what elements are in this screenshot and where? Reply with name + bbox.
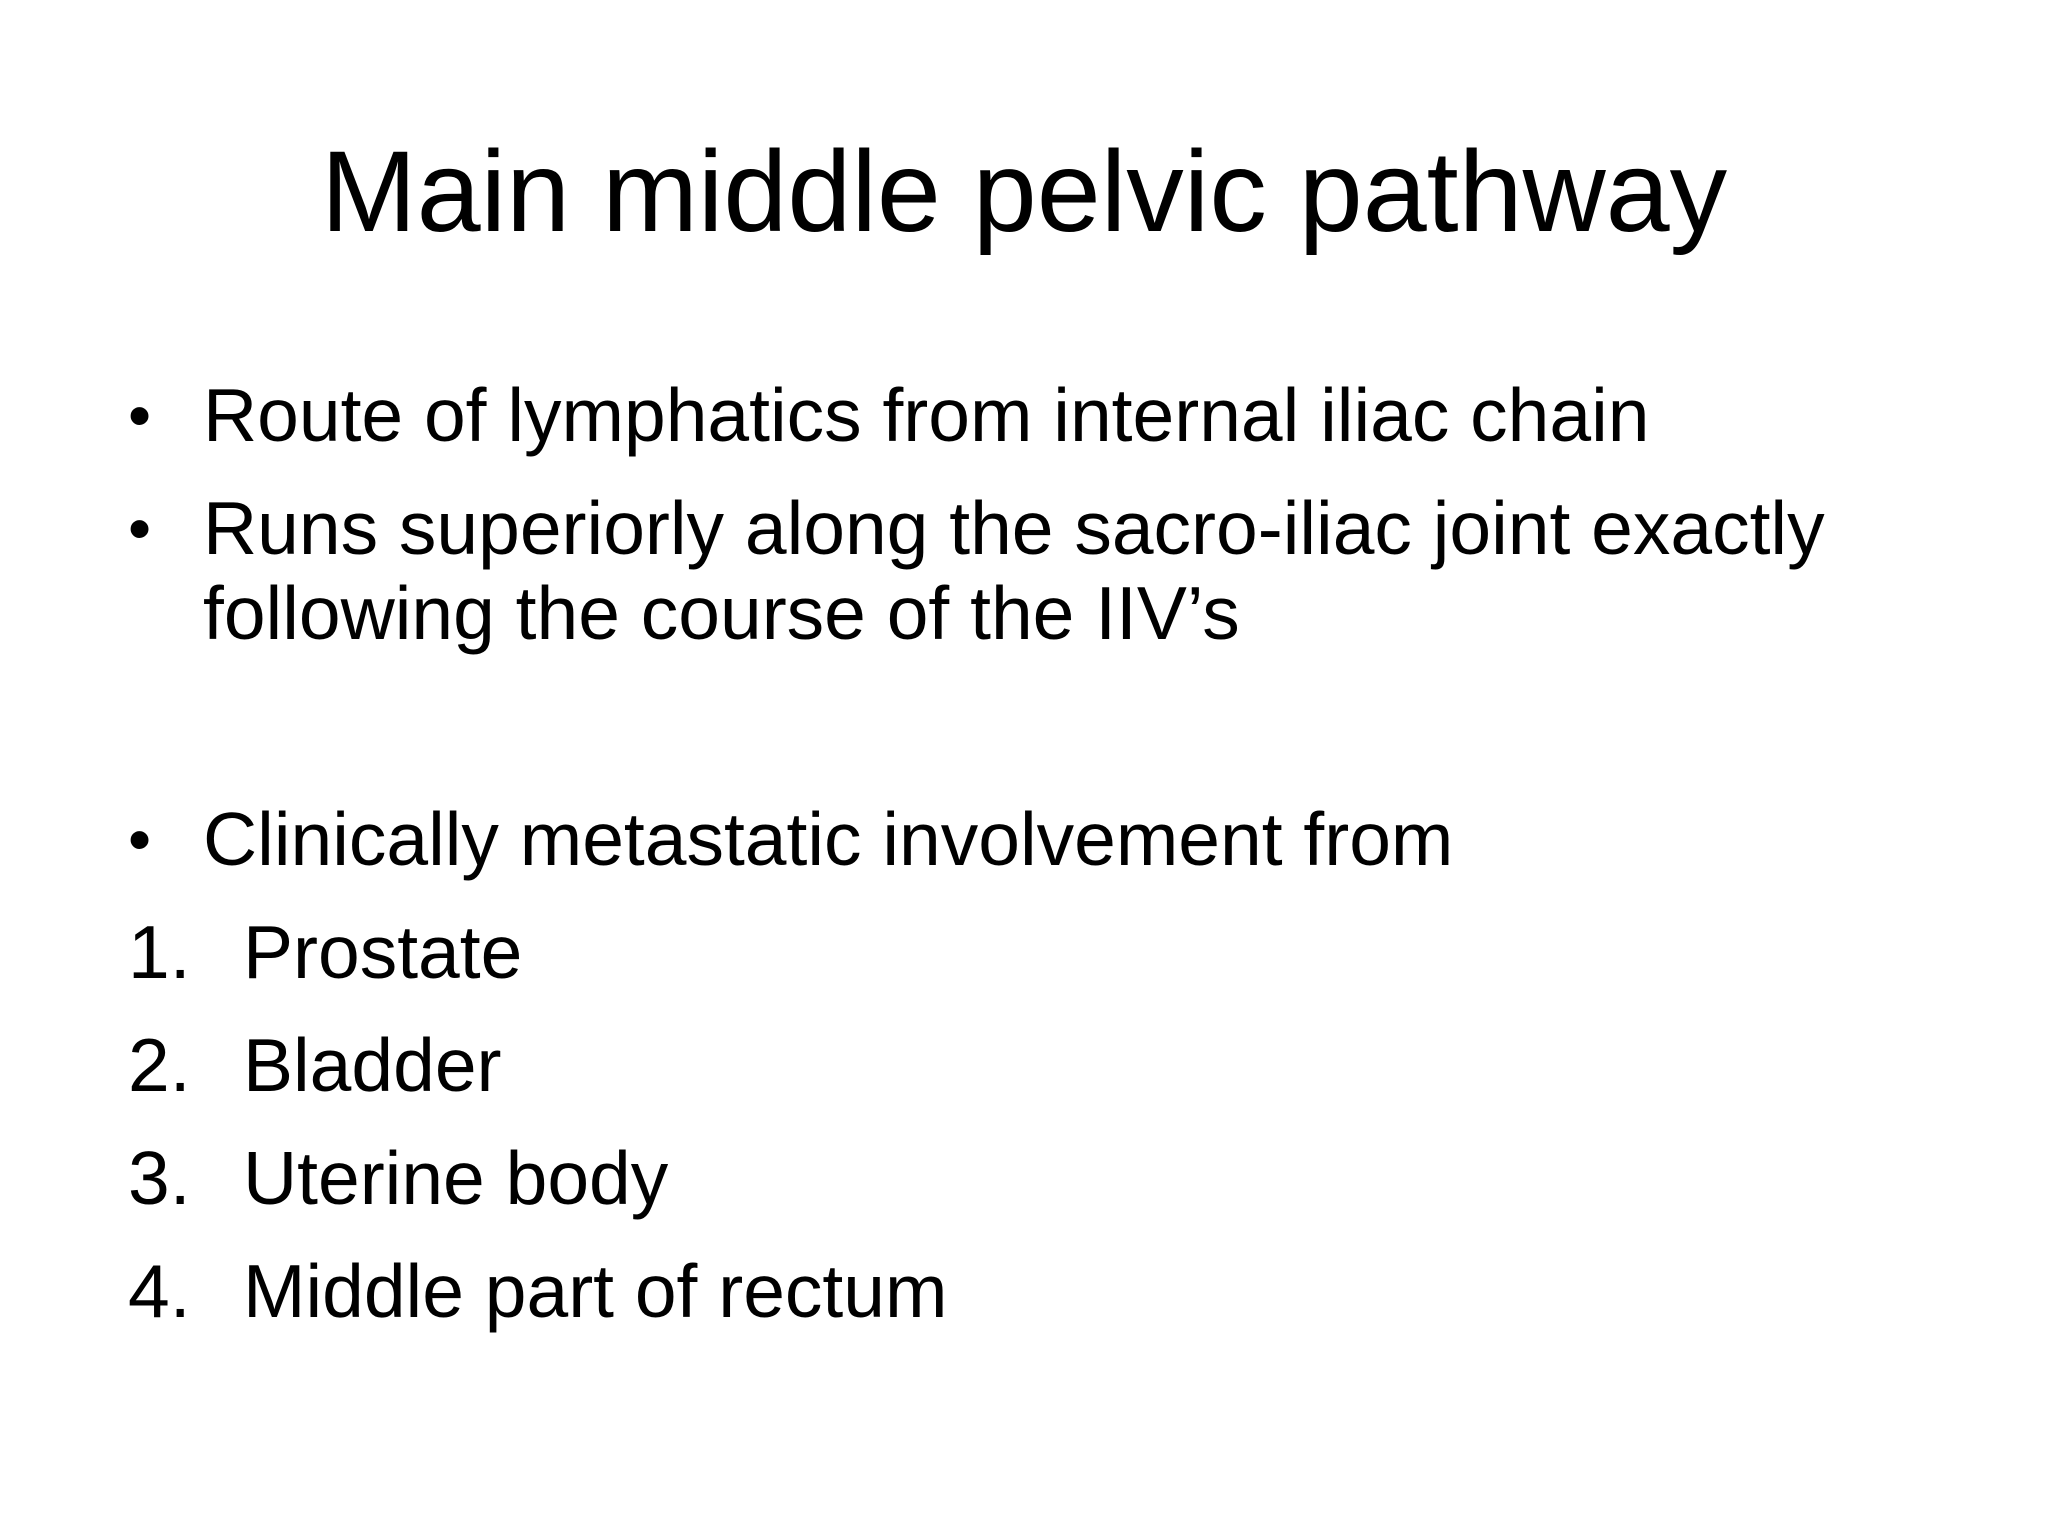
list-number: 4.	[128, 1249, 191, 1333]
bullet-item-route: • Route of lymphatics from internal ilia…	[128, 373, 2008, 458]
numbered-line: Uterine body	[243, 1136, 669, 1220]
list-number: 3.	[128, 1136, 191, 1220]
bullet-icon: •	[128, 802, 152, 876]
numbered-text: Uterine body	[243, 1136, 2008, 1221]
numbered-item-prostate: 1. Prostate	[128, 910, 2008, 995]
numbered-text: Prostate	[243, 910, 2008, 995]
numbered-item-uterine-body: 3. Uterine body	[128, 1136, 2008, 1221]
numbered-text: Middle part of rectum	[243, 1249, 2008, 1334]
slide-body: • Route of lymphatics from internal ilia…	[128, 373, 2008, 1362]
numbered-item-bladder: 2. Bladder	[128, 1023, 2008, 1108]
numbered-line: Prostate	[243, 910, 523, 994]
numbered-line: Bladder	[243, 1023, 502, 1107]
bullet-text: Runs superiorly along the sacro-iliac jo…	[203, 486, 2008, 656]
bullet-line: Route of lymphatics from internal iliac …	[203, 373, 1650, 457]
list-number: 2.	[128, 1023, 191, 1107]
bullet-text: Route of lymphatics from internal iliac …	[203, 373, 2008, 458]
bullet-icon: •	[128, 491, 152, 565]
bullet-icon: •	[128, 378, 152, 452]
bullet-text: Clinically metastatic involvement from	[203, 797, 2008, 882]
numbered-text: Bladder	[243, 1023, 2008, 1108]
list-number: 1.	[128, 910, 191, 994]
bullet-line: Clinically metastatic involvement from	[203, 797, 1454, 881]
bullet-item-runs-superiorly: • Runs superiorly along the sacro-iliac …	[128, 486, 2008, 656]
numbered-item-middle-rectum: 4. Middle part of rectum	[128, 1249, 2008, 1334]
blank-line	[128, 684, 2008, 769]
bullet-line: following the course of the IIV’s	[203, 571, 1240, 655]
bullet-line: Runs superiorly along the sacro-iliac jo…	[203, 486, 1825, 570]
bullet-item-clinically: • Clinically metastatic involvement from	[128, 797, 2008, 882]
slide-title: Main middle pelvic pathway	[320, 128, 1728, 256]
numbered-line: Middle part of rectum	[243, 1249, 948, 1333]
